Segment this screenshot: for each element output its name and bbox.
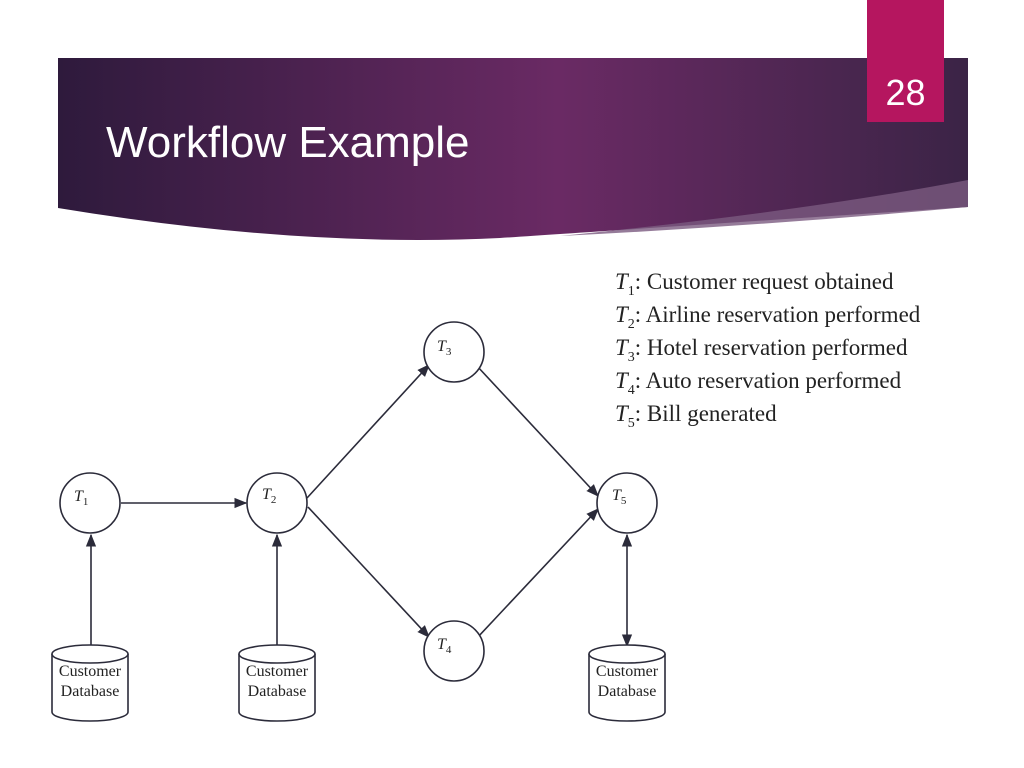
database-cylinder-3 xyxy=(588,644,666,722)
legend-subscript: 2 xyxy=(627,317,635,332)
task-node-t4 xyxy=(423,620,485,682)
task-letter: T xyxy=(437,338,446,355)
legend-text: : Airline reservation performed xyxy=(634,302,921,327)
legend-text: : Hotel reservation performed xyxy=(634,335,908,360)
legend-item-t2: T2: Airline reservation performed xyxy=(615,300,920,333)
legend-subscript: 5 xyxy=(627,416,635,431)
task-label-t1: T1 xyxy=(74,488,89,508)
task-letter: T xyxy=(74,488,83,505)
database-label-3: Customer Database xyxy=(587,662,667,702)
slide-number: 28 xyxy=(885,72,926,113)
task-node-t1 xyxy=(59,472,121,534)
task-legend: T1: Customer request obtained T2: Airlin… xyxy=(615,267,920,432)
database-label-2: Customer Database xyxy=(237,662,317,702)
legend-item-t5: T5: Bill generated xyxy=(615,399,920,432)
database-label-line1: Customer xyxy=(595,663,659,680)
database-label-line2: Database xyxy=(60,683,120,700)
task-node-t5 xyxy=(596,472,658,534)
edge-t4-t5 xyxy=(476,508,599,639)
banner-accent-swoosh xyxy=(560,180,968,236)
edge-t3-t5 xyxy=(476,365,599,497)
task-subscript: 1 xyxy=(82,496,89,508)
legend-letter: T xyxy=(615,269,628,294)
database-label-line1: Customer xyxy=(245,663,309,680)
slide-title: Workflow Example xyxy=(106,118,470,167)
legend-letter: T xyxy=(615,368,628,393)
task-subscript: 3 xyxy=(445,346,452,358)
legend-item-t4: T4: Auto reservation performed xyxy=(615,366,920,399)
database-label-line2: Database xyxy=(247,683,307,700)
legend-text: : Customer request obtained xyxy=(634,269,894,294)
database-label-line1: Customer xyxy=(58,663,122,680)
task-subscript: 2 xyxy=(270,494,277,506)
banner-shape xyxy=(58,58,968,240)
task-subscript: 5 xyxy=(620,495,627,507)
legend-text: : Auto reservation performed xyxy=(634,368,902,393)
task-letter: T xyxy=(612,487,621,504)
database-label-line2: Database xyxy=(597,683,657,700)
edge-t2-t4 xyxy=(307,506,430,638)
task-letter: T xyxy=(262,486,271,503)
task-node-t3 xyxy=(423,321,485,383)
task-label-t2: T2 xyxy=(262,486,277,506)
task-node-t2 xyxy=(246,472,308,534)
title-banner xyxy=(58,58,968,240)
legend-text: : Bill generated xyxy=(634,401,777,426)
task-label-t5: T5 xyxy=(612,487,627,507)
legend-subscript: 4 xyxy=(627,383,635,398)
database-cylinder-1 xyxy=(51,644,129,722)
task-label-t3: T3 xyxy=(437,338,452,358)
task-subscript: 4 xyxy=(445,644,452,656)
task-label-t4: T4 xyxy=(437,636,452,656)
legend-letter: T xyxy=(615,302,628,327)
legend-subscript: 3 xyxy=(627,350,635,365)
slide-number-tab xyxy=(867,0,944,122)
legend-letter: T xyxy=(615,401,628,426)
database-label-1: Customer Database xyxy=(50,662,130,702)
edge-t2-t3 xyxy=(306,364,430,499)
legend-item-t3: T3: Hotel reservation performed xyxy=(615,333,920,366)
legend-item-t1: T1: Customer request obtained xyxy=(615,267,920,300)
task-letter: T xyxy=(437,636,446,653)
database-cylinder-2 xyxy=(238,644,316,722)
legend-letter: T xyxy=(615,335,628,360)
legend-subscript: 1 xyxy=(627,284,635,299)
